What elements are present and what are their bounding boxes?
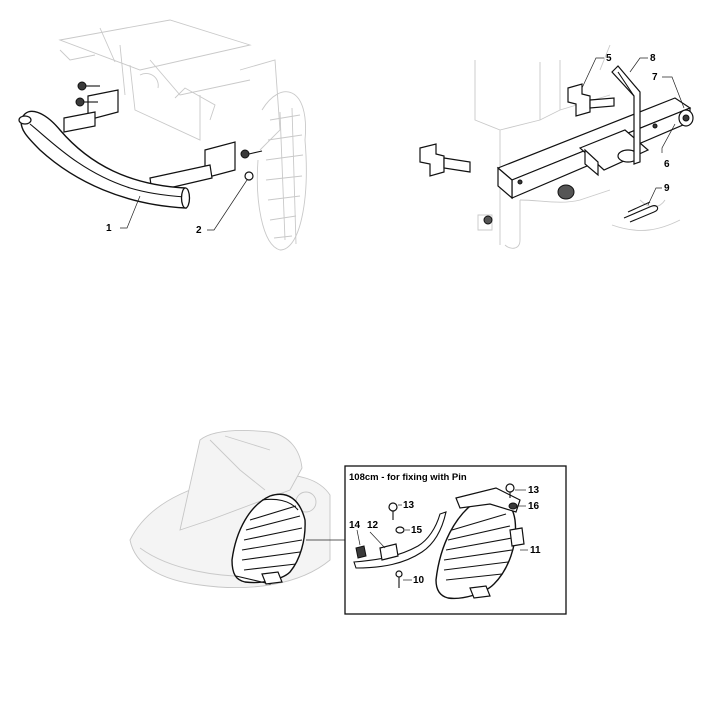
deflector-bracket-strip bbox=[353, 511, 447, 569]
callout-7: 7 bbox=[652, 72, 658, 83]
front-bumper-assembly: 1 2 bbox=[18, 19, 307, 251]
bolt-group-front bbox=[240, 149, 263, 181]
bolt-13-left bbox=[388, 502, 398, 520]
callout-9: 9 bbox=[664, 183, 670, 194]
callout-12: 12 bbox=[367, 520, 379, 531]
inset-title: 108cm - for fixing with Pin bbox=[349, 472, 467, 483]
nut-small bbox=[483, 215, 493, 225]
callout-13-left: 13 bbox=[403, 500, 415, 511]
deflector-11 bbox=[435, 487, 525, 600]
chassis-ghost-left bbox=[58, 19, 307, 251]
nut-14 bbox=[355, 545, 367, 559]
callout-2: 2 bbox=[196, 225, 202, 236]
side-deflector bbox=[231, 493, 306, 585]
bumper-bar bbox=[18, 110, 191, 209]
callout-13-right: 13 bbox=[528, 485, 540, 496]
callout-10: 10 bbox=[413, 575, 425, 586]
bumper-bracket-rear bbox=[63, 89, 119, 133]
callout-11: 11 bbox=[530, 545, 541, 556]
callout-6: 6 bbox=[664, 159, 670, 170]
tow-bar-assembly: 5 8 7 6 9 bbox=[419, 44, 694, 249]
nut-lower bbox=[557, 184, 575, 200]
callout-1: 1 bbox=[106, 223, 112, 234]
bumper-bracket-front bbox=[149, 141, 236, 193]
mower-deck-assembly bbox=[129, 430, 345, 589]
nut-7 bbox=[678, 109, 694, 127]
clip-pin bbox=[623, 201, 659, 223]
washer-15 bbox=[395, 526, 405, 534]
bolt-group-upper bbox=[75, 81, 100, 107]
bolt-13-right bbox=[505, 483, 515, 498]
callout-8: 8 bbox=[650, 53, 656, 64]
bolt-10 bbox=[395, 570, 403, 588]
u-clamp-upper bbox=[567, 83, 615, 117]
callout-5: 5 bbox=[606, 53, 612, 64]
tow-hitch-plate bbox=[578, 129, 650, 177]
callout-15: 15 bbox=[411, 525, 423, 536]
callout-16: 16 bbox=[528, 501, 540, 512]
u-clamp-left bbox=[419, 143, 471, 177]
nut-16 bbox=[508, 502, 518, 510]
hitch-pin bbox=[611, 65, 641, 165]
callout-14: 14 bbox=[349, 520, 361, 531]
inset-108cm: 108cm - for fixing with Pin bbox=[344, 465, 567, 615]
